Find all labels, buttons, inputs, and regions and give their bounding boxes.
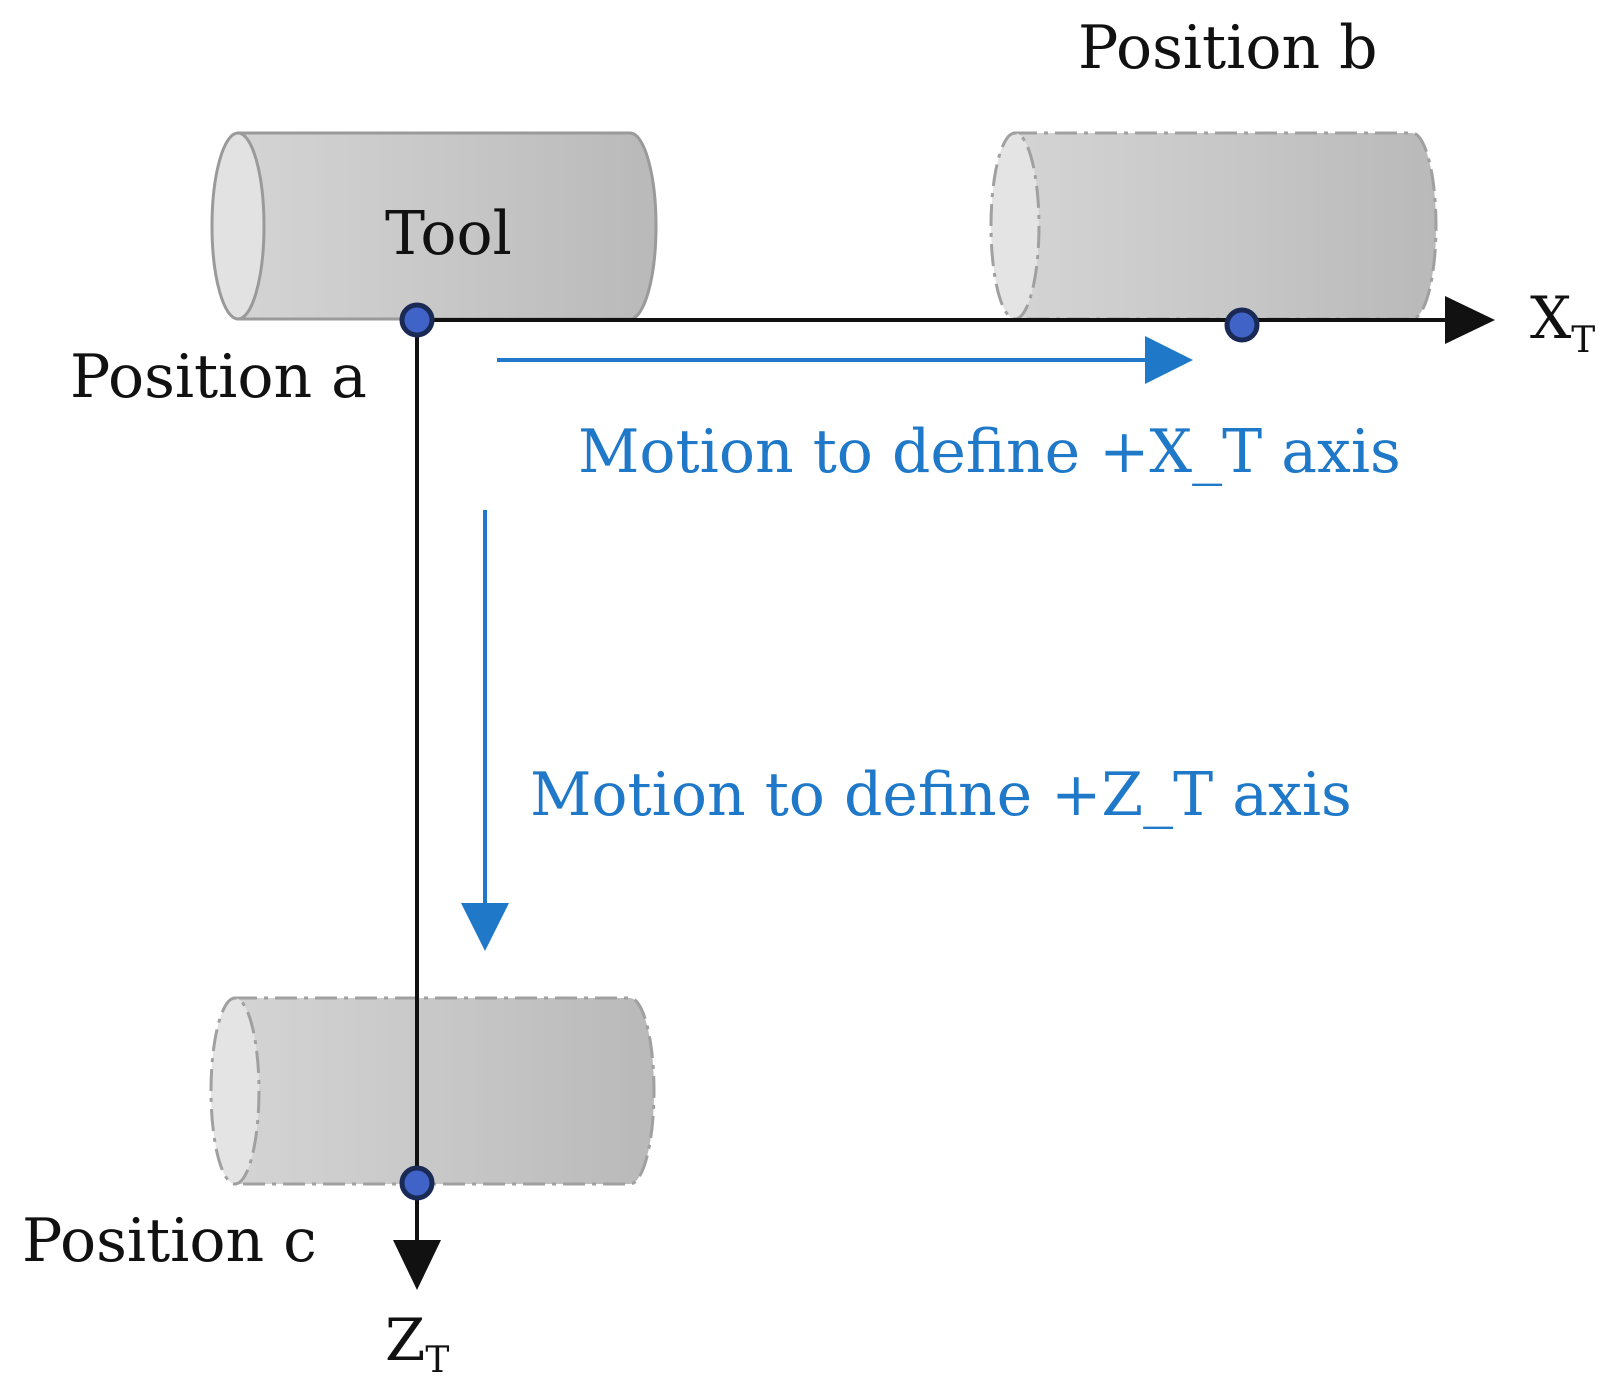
x-axis-label: XT: [1530, 284, 1595, 361]
position-b-label: Position b: [1078, 13, 1378, 83]
motion-x-arrow: [497, 336, 1193, 384]
motion-z-arrow: [461, 510, 509, 951]
tool-label: Tool: [385, 199, 512, 269]
x-axis: [417, 296, 1495, 344]
position-c-point: [399, 1165, 435, 1201]
x-axis-label-main: X: [1530, 284, 1572, 352]
z-axis: [393, 320, 441, 1290]
position-b-point: [1224, 307, 1260, 343]
position-c-label: Position c: [22, 1206, 317, 1276]
tool-cylinder-icon: [210, 131, 658, 321]
x-axis-label-sub: T: [1571, 320, 1595, 361]
z-axis-label: ZT: [385, 1306, 449, 1381]
motion-z-label: Motion to define +Z_T axis: [530, 760, 1352, 830]
position-a-label: Position a: [70, 342, 367, 412]
motion-x-label: Motion to define +X_T axis: [578, 417, 1401, 487]
z-axis-label-sub: T: [425, 1340, 449, 1381]
position-c-cylinder-icon: [209, 996, 656, 1186]
position-b-cylinder-icon: [989, 131, 1438, 321]
position-a-point: [399, 302, 435, 338]
z-axis-label-main: Z: [385, 1306, 425, 1374]
